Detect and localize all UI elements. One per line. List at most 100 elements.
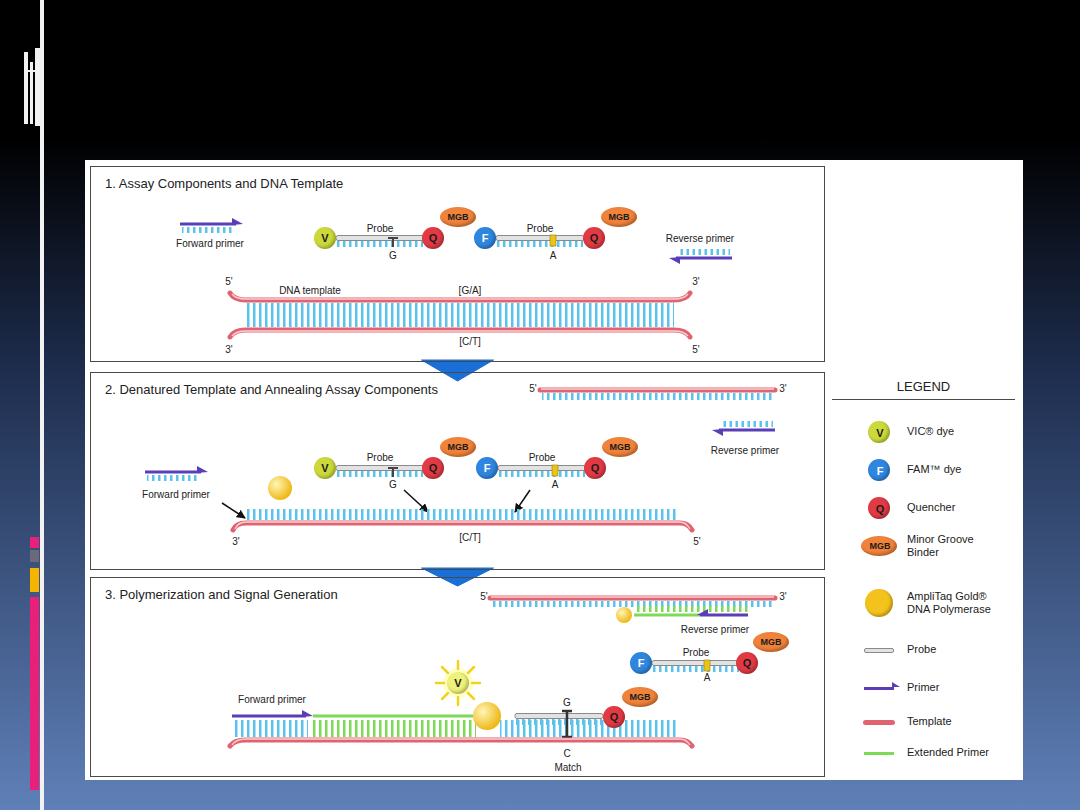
part-label: C bbox=[563, 748, 570, 759]
part-label: Forward primer bbox=[176, 238, 244, 249]
fam-dye: F bbox=[476, 457, 498, 479]
dye-letter: MGB bbox=[448, 443, 469, 452]
part-label: Reverse primer bbox=[666, 233, 734, 244]
legend-text: Minor Groove Binder bbox=[907, 533, 1007, 559]
legend-text: Primer bbox=[907, 681, 1007, 694]
vic-dye: V bbox=[314, 227, 336, 249]
dye-letter: F bbox=[484, 463, 491, 474]
part-label: Probe bbox=[527, 223, 554, 234]
legend-letter: V bbox=[876, 427, 883, 439]
part-label: Probe bbox=[683, 647, 710, 658]
part-label: Forward primer bbox=[142, 489, 210, 500]
dye-letter: F bbox=[482, 233, 489, 244]
quencher: Q bbox=[603, 706, 625, 728]
minor-groove-binder: MGB bbox=[601, 207, 637, 227]
legend-sample bbox=[863, 720, 895, 725]
dye-letter: Q bbox=[610, 712, 619, 723]
dye-letter: F bbox=[638, 658, 645, 669]
legend-text: Probe bbox=[907, 643, 1007, 656]
part-label: A bbox=[550, 250, 557, 261]
part-label: Probe bbox=[529, 452, 556, 463]
panel-1-art bbox=[180, 218, 732, 337]
dye-letter: MGB bbox=[761, 638, 782, 647]
part-label: [C/T] bbox=[459, 336, 481, 347]
part-label: 5' bbox=[692, 344, 699, 355]
slide-marks bbox=[30, 537, 39, 790]
legend-text: VIC® dye bbox=[907, 425, 1007, 438]
slide-icon bbox=[24, 48, 40, 126]
step-panel: 2. Denatured Template and Annealing Assa… bbox=[90, 372, 825, 570]
quencher: Q bbox=[584, 457, 606, 479]
dye-letter: Q bbox=[590, 233, 599, 244]
part-label: 3' bbox=[232, 536, 239, 547]
legend-text: Quencher bbox=[907, 501, 1007, 514]
legend-sample bbox=[864, 648, 894, 653]
panel-heading: 2. Denatured Template and Annealing Assa… bbox=[91, 373, 824, 397]
minor-groove-binder: MGB bbox=[440, 207, 476, 227]
legend-text: FAM™ dye bbox=[907, 463, 1007, 476]
quencher: Q bbox=[583, 227, 605, 249]
minor-groove-binder: MGB bbox=[602, 437, 638, 457]
part-label: Forward primer bbox=[238, 694, 306, 705]
legend-letter: F bbox=[877, 465, 884, 477]
part-label: 3' bbox=[779, 383, 786, 394]
legend-sample bbox=[864, 687, 894, 690]
part-label: [C/T] bbox=[459, 532, 481, 543]
dye-letter: MGB bbox=[609, 213, 630, 222]
quencher: Q bbox=[736, 652, 758, 674]
step-arrow bbox=[422, 360, 494, 381]
part-label: Reverse primer bbox=[681, 624, 749, 635]
legend-sample bbox=[864, 752, 894, 755]
legend-text: Extended Primer bbox=[907, 746, 1007, 759]
slide-rule bbox=[40, 0, 44, 810]
part-label: G bbox=[563, 697, 571, 708]
panel-2-art bbox=[145, 389, 775, 530]
minor-groove-binder: MGB bbox=[753, 632, 789, 652]
legend-letter: MGB bbox=[870, 542, 891, 552]
legend-swatch bbox=[865, 589, 893, 617]
part-label: G bbox=[389, 479, 397, 490]
dye-letter: MGB bbox=[448, 213, 469, 222]
part-label: A bbox=[552, 479, 559, 490]
legend-letter: Q bbox=[876, 503, 885, 515]
step-panel: 3. Polymerization and Signal GenerationF… bbox=[90, 577, 825, 777]
dye-letter: V bbox=[454, 678, 461, 689]
part-label: [G/A] bbox=[459, 285, 482, 296]
part-label: DNA template bbox=[279, 285, 341, 296]
dye-letter: MGB bbox=[630, 693, 651, 702]
dye-letter: V bbox=[321, 233, 328, 244]
part-label: 5' bbox=[693, 536, 700, 547]
quencher: Q bbox=[422, 227, 444, 249]
minor-groove-binder: MGB bbox=[440, 437, 476, 457]
part-label: 3' bbox=[779, 591, 786, 602]
panel-heading: LEGEND bbox=[832, 372, 1015, 400]
part-label: 5' bbox=[529, 383, 536, 394]
part-label: 5' bbox=[480, 591, 487, 602]
dye-letter: V bbox=[321, 463, 328, 474]
part-label: A bbox=[704, 672, 711, 683]
part-label: Reverse primer bbox=[711, 445, 779, 456]
part-label: G bbox=[389, 250, 397, 261]
legend-box: LEGEND VIC® dyeFAM™ dyeQuencherMinor Groo… bbox=[832, 372, 1015, 777]
panel-heading: 1. Assay Components and DNA Template bbox=[91, 167, 824, 191]
dye-letter: Q bbox=[429, 463, 438, 474]
part-label: 3' bbox=[692, 276, 699, 287]
dye-letter: Q bbox=[429, 233, 438, 244]
legend-text: AmpliTaq Gold® DNA Polymerase bbox=[907, 590, 1007, 616]
dye-letter: MGB bbox=[610, 443, 631, 452]
part-label: 5' bbox=[225, 276, 232, 287]
part-label: 3' bbox=[225, 344, 232, 355]
part-label: Probe bbox=[367, 223, 394, 234]
legend-text: Template bbox=[907, 715, 1007, 728]
part-label: Match bbox=[554, 762, 581, 773]
figure-ground bbox=[85, 160, 1023, 780]
panel-heading: 3. Polymerization and Signal Generation bbox=[91, 578, 824, 602]
part-label: Probe bbox=[367, 452, 394, 463]
vic-dye: V bbox=[314, 457, 336, 479]
vic-dye-glowing: V bbox=[447, 672, 469, 694]
dye-letter: Q bbox=[591, 463, 600, 474]
step-panel: 1. Assay Components and DNA TemplateV Q MG… bbox=[90, 166, 825, 362]
dye-letter: Q bbox=[743, 658, 752, 669]
fam-dye: F bbox=[474, 227, 496, 249]
